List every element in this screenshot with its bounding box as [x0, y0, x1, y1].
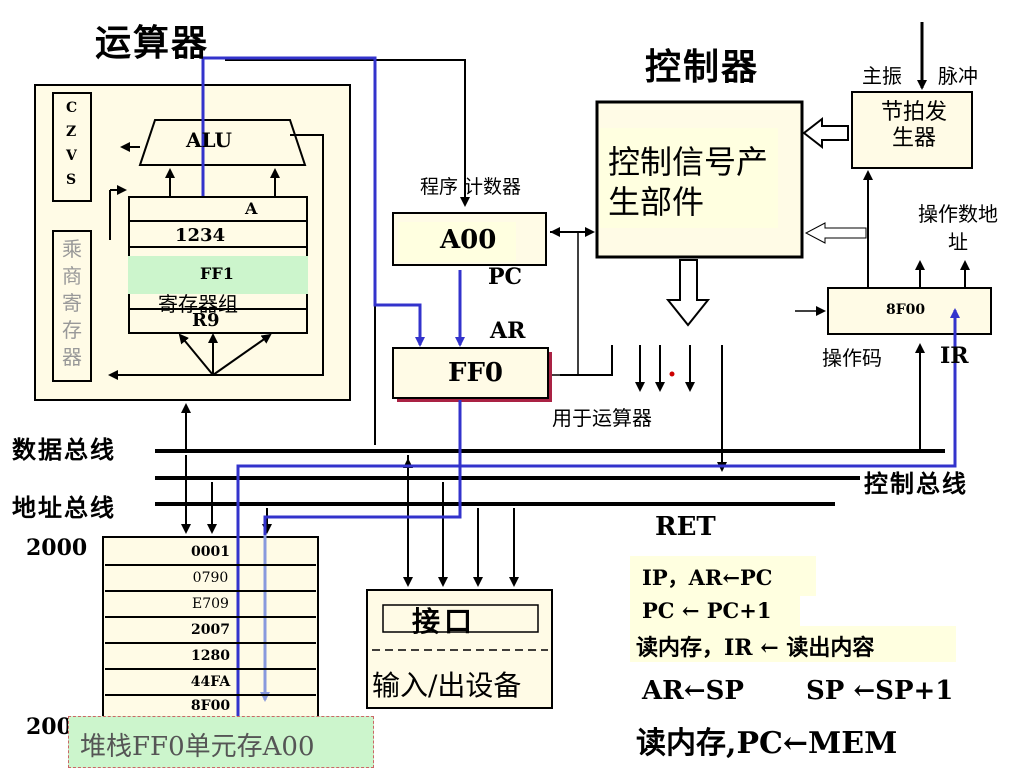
ir-label: IR [940, 343, 969, 369]
muldiv-register [52, 230, 92, 382]
ret-step-4b: SP ←SP+1 [806, 676, 954, 706]
opcode-label: 操作码 [822, 346, 882, 370]
control-bus-label: 控制总线 [864, 469, 968, 498]
reg-value: 1234 [175, 225, 226, 246]
flag-z: Z [66, 124, 77, 140]
signal-unit: 控制信号产生部件 [608, 143, 769, 221]
memory-cell: 8F00 [105, 694, 316, 718]
memory-cell: 44FA [105, 670, 316, 696]
ar-label: AR [490, 318, 526, 344]
flag-v: V [66, 148, 77, 164]
arith-title: 运算器 [95, 22, 210, 64]
memory-cell: E709 [105, 592, 316, 618]
reg-r9: R9 [192, 310, 220, 331]
memory-cell: 2007 [105, 618, 316, 644]
memory-start-address: 2000 [26, 535, 88, 561]
ret-step-4a: AR←SP [642, 676, 744, 706]
memory-cell: 0790 [105, 566, 316, 592]
ret-step-5: 读内存,PC←MEM [636, 726, 898, 761]
address-bus-label: 地址总线 [12, 493, 116, 522]
reg-highlight [128, 256, 308, 294]
for-alu: 用于运算器 [552, 406, 652, 430]
muldiv-label: 乘商寄存器 [62, 237, 82, 369]
reg-highlight-label: FF1 [200, 264, 234, 283]
pc-caption: 程序 计数器 [420, 176, 522, 198]
pulse-label: 脉冲 [938, 64, 978, 88]
clock-source: 主振 [862, 64, 902, 88]
flags-box [52, 92, 92, 202]
alu-shape [138, 119, 307, 166]
control-title: 控制器 [645, 46, 760, 88]
memory-cell: 0001 [105, 540, 316, 566]
pc-label: PC [488, 264, 523, 290]
stack-note-box [68, 716, 374, 768]
flag-c: C [66, 100, 78, 116]
io-device: 输入/出设备 [372, 669, 522, 702]
reg-group-label: 寄存器组 [158, 292, 238, 316]
ret-title: RET [655, 512, 716, 542]
flag-s: S [66, 172, 77, 188]
memory-box [102, 536, 319, 743]
reg-a-label: A [245, 199, 258, 218]
stack-note: 堆栈FF0单元存A00 [80, 732, 315, 762]
ret-step-3: 读内存，IR ← 读出内容 [636, 635, 875, 661]
operand-address: 操作数地址 [918, 202, 998, 254]
ret-step-2: PC ← PC+1 [642, 598, 772, 623]
pc-value: A00 [440, 225, 497, 255]
ar-value: FF0 [448, 358, 504, 388]
alu-label: ALU [186, 128, 232, 152]
ir-value: 8F00 [886, 302, 926, 318]
data-bus-label: 数据总线 [12, 435, 116, 464]
io-interface: 接口 [412, 605, 477, 638]
timing-generator: 节拍发生器 [880, 100, 947, 151]
memory-cell: 1280 [105, 644, 316, 670]
ret-step-1: IP，AR←PC [642, 565, 773, 590]
